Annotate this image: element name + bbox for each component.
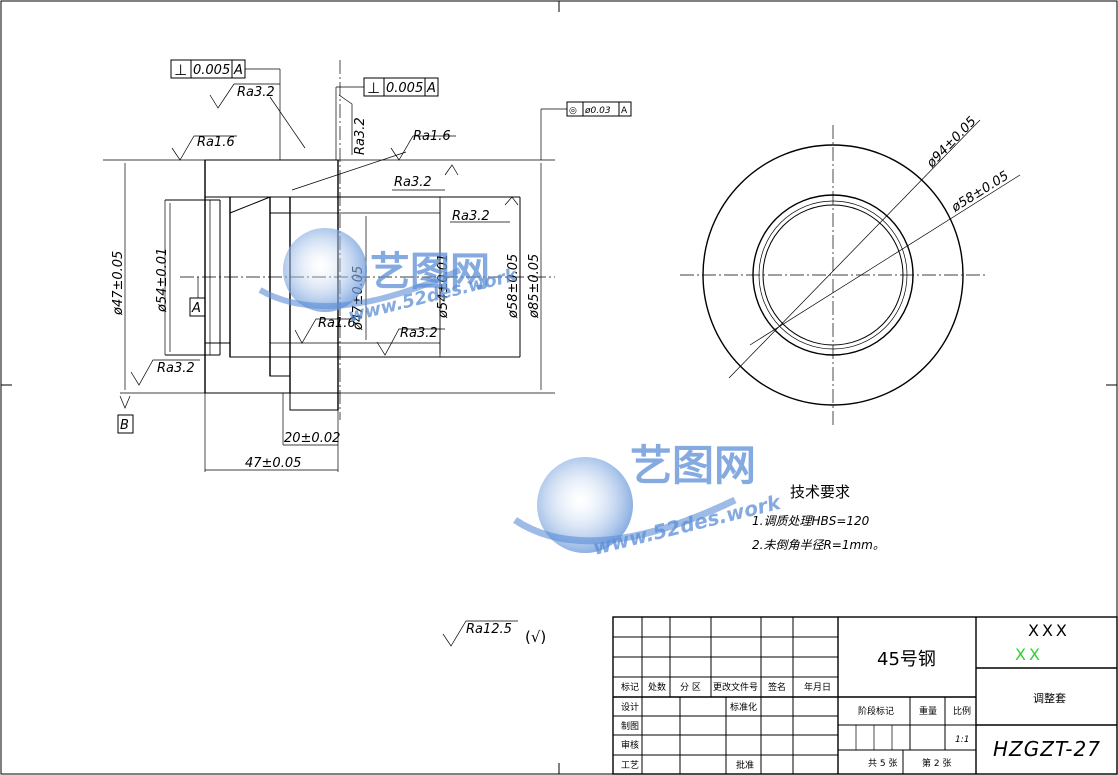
tolerance-concentric: ◎ ø0.03 A: [540, 101, 632, 160]
tb-scale-label: 比例: [953, 705, 971, 717]
tb-row-process: 工艺: [621, 760, 639, 771]
dim-d58: ø58±0.05: [506, 200, 521, 354]
svg-text:ø58±0.05: ø58±0.05: [506, 254, 521, 319]
tech-requirements: 技术要求 1.调质处理HBS=120 2.未倒角半径R=1mm。: [752, 483, 885, 552]
tb-header-4: 签名: [768, 681, 786, 693]
tb-scale: 1:1: [955, 735, 969, 745]
roughness-ra32-e: Ra3.2: [130, 359, 200, 386]
tb-drawing-no: HZGZT-27: [993, 737, 1101, 761]
svg-text:ø94±0.05: ø94±0.05: [923, 114, 979, 171]
tb-row-design: 设计: [621, 701, 639, 713]
svg-text:Ra3.2: Ra3.2: [400, 326, 438, 341]
dim-d54-left: ø54±0.01: [155, 203, 171, 352]
tb-header-3: 更改文件号: [713, 681, 758, 693]
svg-text:Ra3.2: Ra3.2: [452, 209, 490, 224]
tb-company: XXX: [1028, 621, 1070, 640]
watermark-top: 艺图网 www.52des.work: [258, 228, 520, 327]
svg-text:艺图网: 艺图网: [630, 441, 756, 490]
roughness-ra32-vertical: Ra3.2: [338, 94, 368, 155]
svg-text:0.005: 0.005: [386, 81, 423, 96]
svg-text:47±0.05: 47±0.05: [245, 456, 301, 471]
roughness-ra32-d: Ra3.2: [376, 326, 445, 356]
watermark-bottom: 艺图网 www.52des.work: [513, 441, 784, 560]
tb-sheets: 共 5 张: [868, 758, 897, 769]
svg-text:A: A: [621, 106, 628, 116]
svg-text:技术要求: 技术要求: [790, 483, 850, 501]
title-block: [612, 616, 1118, 775]
roughness-ra32-a: Ra3.2: [209, 83, 306, 149]
svg-text:ø54±0.01: ø54±0.01: [436, 254, 451, 319]
svg-text:⊥: ⊥: [174, 61, 187, 79]
svg-text:ø47±0.05: ø47±0.05: [111, 251, 126, 316]
svg-text:Ra1.6: Ra1.6: [197, 135, 235, 150]
svg-text:Ra1.6: Ra1.6: [318, 316, 356, 331]
dim-l47: 47±0.05: [205, 456, 338, 471]
tb-stage-mark: 阶段标记: [858, 705, 894, 717]
tb-header-0: 标记: [621, 681, 639, 693]
svg-text:ø58±0.05: ø58±0.05: [948, 169, 1011, 216]
svg-text:20±0.02: 20±0.02: [284, 431, 340, 446]
tb-material: 45号钢: [877, 649, 936, 670]
tolerance-perp-right: ⊥ 0.005 A: [335, 77, 439, 160]
svg-text:艺图网: 艺图网: [370, 249, 490, 295]
tb-row-draw: 制图: [621, 720, 639, 732]
svg-text:Ra3.2: Ra3.2: [237, 85, 275, 100]
dim-d47-left: ø47±0.05: [111, 163, 126, 390]
svg-text:Ra3.2: Ra3.2: [157, 361, 195, 376]
dim-l20: 20±0.02: [283, 431, 340, 446]
svg-text:ø85±0.05: ø85±0.05: [527, 254, 542, 319]
roughness-ra32-b: Ra3.2: [392, 164, 459, 191]
dim-d85: ø85±0.05: [527, 163, 542, 390]
tb-weight: 重量: [919, 705, 937, 717]
svg-text:Ra3.2: Ra3.2: [394, 175, 432, 190]
svg-text:A: A: [191, 301, 201, 316]
svg-text:0.005: 0.005: [193, 63, 230, 78]
roughness-general: Ra12.5 (√): [442, 620, 546, 647]
svg-text:A: A: [426, 81, 436, 96]
tb-part-name: 调整套: [1033, 691, 1066, 705]
tb-company-sub: XX: [1015, 645, 1043, 664]
end-view: ø94±0.05 ø58±0.05: [680, 114, 1021, 425]
tb-sheet: 第 2 张: [922, 757, 951, 769]
svg-text:2.未倒角半径R=1mm。: 2.未倒角半径R=1mm。: [752, 538, 885, 552]
tb-header-5: 年月日: [804, 681, 831, 693]
svg-text:Ra12.5: Ra12.5: [466, 622, 512, 637]
svg-text:A: A: [233, 63, 243, 78]
tb-header-1: 处数: [648, 681, 666, 693]
svg-text:1.调质处理HBS=120: 1.调质处理HBS=120: [752, 514, 870, 528]
svg-text:(√): (√): [525, 628, 546, 646]
tb-header-2: 分 区: [680, 682, 701, 693]
svg-text:Ra3.2: Ra3.2: [353, 117, 368, 155]
tb-row-check: 审核: [621, 739, 639, 751]
svg-text:Ra1.6: Ra1.6: [413, 129, 451, 144]
roughness-ra16-c: Ra1.6: [294, 316, 356, 344]
roughness-ra16-a: Ra1.6: [171, 135, 237, 161]
tb-approve: 批准: [736, 759, 754, 771]
section-view: [164, 60, 555, 420]
svg-text:⊥: ⊥: [367, 79, 380, 97]
svg-text:◎: ◎: [569, 106, 577, 116]
datum-a: A: [189, 277, 206, 317]
tb-standardize: 标准化: [730, 701, 757, 713]
svg-text:ø54±0.01: ø54±0.01: [155, 248, 170, 313]
roughness-ra32-c: Ra3.2: [450, 196, 519, 224]
svg-text:B: B: [120, 418, 129, 433]
svg-text:ø0.03: ø0.03: [584, 106, 611, 116]
roughness-ra16-b: Ra1.6: [291, 129, 456, 191]
tolerance-perp-left: ⊥ 0.005 A: [170, 59, 281, 160]
datum-b: B: [117, 395, 134, 434]
